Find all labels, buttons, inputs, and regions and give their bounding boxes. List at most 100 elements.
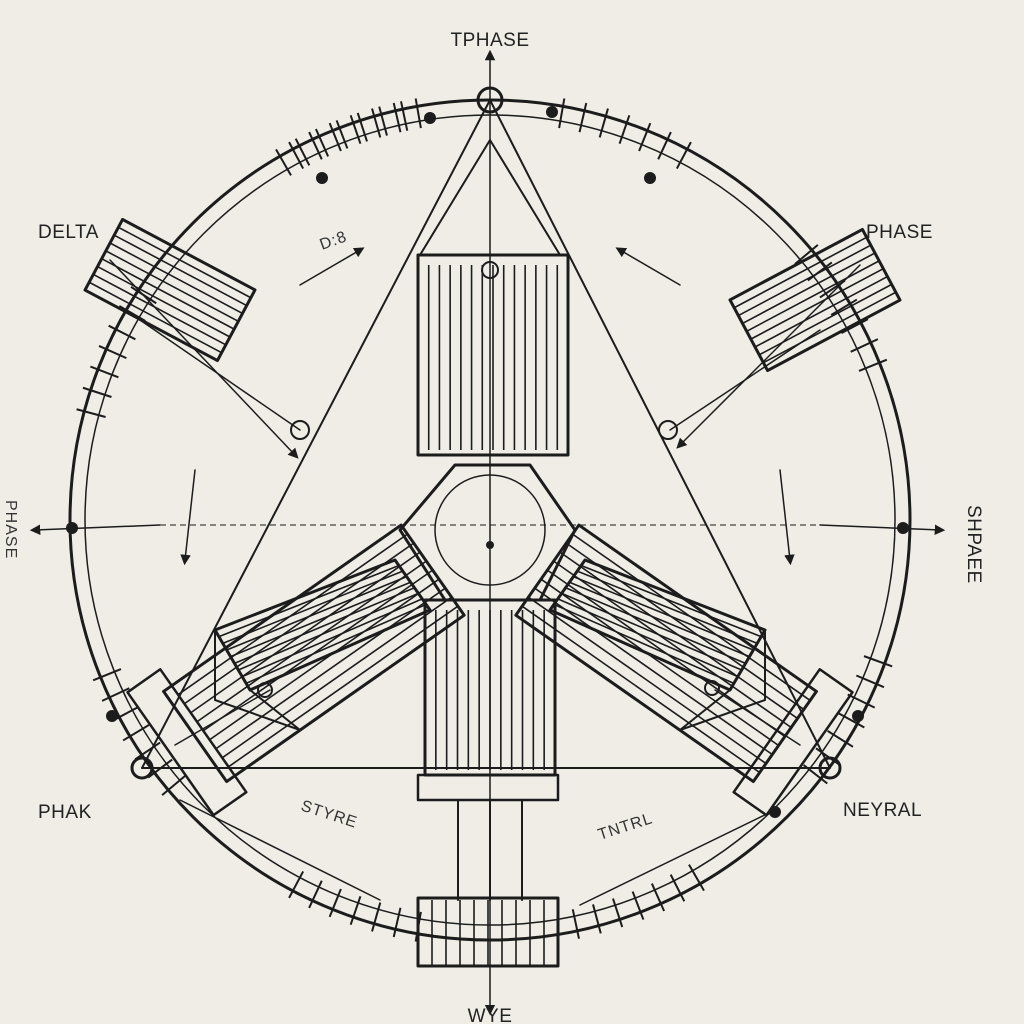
coil-icon <box>657 131 672 160</box>
ring-coils <box>76 98 893 942</box>
coil-icon <box>855 674 885 689</box>
terminal-node-icon <box>476 86 504 114</box>
terminal-node-icon <box>546 106 558 118</box>
stripe-line <box>742 252 876 325</box>
terminal-node-icon <box>644 172 656 184</box>
coil-icon <box>90 365 119 379</box>
label-bottom: WYE <box>468 1006 513 1024</box>
coil-icon <box>618 114 631 145</box>
coil-icon <box>108 324 136 341</box>
stripe-line <box>230 581 411 658</box>
coil-icon <box>638 122 652 152</box>
stripe-line <box>527 596 767 765</box>
terminal-node-icon <box>106 710 118 722</box>
terminal-node-icon <box>316 172 328 184</box>
label-top-right: PHASE <box>866 222 933 243</box>
right-arm <box>514 523 854 817</box>
left-arm <box>126 523 466 817</box>
stripe-line <box>763 291 897 364</box>
stripe-line <box>226 575 407 651</box>
stripe-line <box>118 226 252 299</box>
upper-right-coil <box>728 227 902 373</box>
coil-icon <box>378 106 388 136</box>
coil-icon <box>669 874 686 902</box>
coil-icon <box>675 141 692 170</box>
coil-icon <box>598 108 609 138</box>
stripe-line <box>97 265 231 338</box>
terminal-node-icon <box>130 756 154 780</box>
stripe-line <box>245 603 427 685</box>
stripe-line <box>109 242 243 315</box>
coil-icon <box>356 112 368 142</box>
stripe-line <box>92 273 227 346</box>
stripe-line <box>750 268 884 340</box>
stripe-line <box>196 560 427 723</box>
stripe-line <box>573 575 754 651</box>
coil-icon <box>688 864 705 892</box>
coil-icon <box>288 870 305 899</box>
connector-lines <box>29 247 946 906</box>
terminal-node-icon <box>852 710 864 722</box>
stripe-line <box>222 570 404 645</box>
stripe-line <box>746 260 880 332</box>
coil-icon <box>414 98 422 129</box>
coil-icon <box>612 898 624 928</box>
coil-icon <box>631 891 645 920</box>
label-inner-right: TNTRL <box>596 810 655 844</box>
coil-icon <box>571 909 580 939</box>
coil-icon <box>82 386 112 398</box>
coil-icon <box>830 298 858 316</box>
label-upper-inner: D:8 <box>318 228 350 254</box>
stripe-line <box>565 587 746 665</box>
coil-icon <box>578 102 588 133</box>
coil-icon <box>837 712 865 729</box>
coil-icon <box>92 668 122 682</box>
stripe-line <box>737 244 872 317</box>
coil-icon <box>349 895 362 926</box>
core-center-dot <box>486 541 494 549</box>
lower-left-block <box>213 558 432 731</box>
bottom-column <box>416 598 560 802</box>
stripe-line <box>228 605 459 768</box>
upper-left-coil <box>83 217 257 363</box>
label-left: PHASE <box>2 500 19 559</box>
lower-right-block <box>548 558 767 731</box>
stripe-line <box>540 578 780 747</box>
stripe-line <box>553 603 735 685</box>
terminal-node-icon <box>66 522 78 534</box>
terminal-node-icon <box>257 682 273 698</box>
label-top-left: DELTA <box>38 222 99 243</box>
top-column <box>416 139 570 457</box>
terminal-node-icon <box>481 261 499 279</box>
stripe-line <box>557 598 739 678</box>
stripe-line <box>101 258 235 330</box>
terminal-node-icon <box>658 420 678 440</box>
stripe-line <box>241 598 423 678</box>
terminal-node-icon <box>424 112 436 124</box>
stripe-line <box>113 234 248 307</box>
stripe-line <box>105 250 239 322</box>
coil-icon <box>275 148 292 176</box>
coil-icon <box>98 345 127 360</box>
coil-icon <box>371 902 382 932</box>
coil-icon <box>392 907 402 938</box>
stripe-line <box>88 281 222 354</box>
stripe-line <box>733 236 867 309</box>
coil-icon <box>840 318 869 335</box>
stripe-line <box>576 570 758 645</box>
coil-icon <box>592 904 602 934</box>
coil-icon <box>371 108 382 138</box>
bottom-coil <box>416 799 560 968</box>
coil-icon <box>349 114 362 145</box>
coil-icon <box>308 880 323 909</box>
stripe-line <box>580 564 762 638</box>
stripe-line <box>215 587 446 750</box>
stripe-line <box>218 564 400 638</box>
terminal-node-icon <box>818 756 842 780</box>
stripe-line <box>238 592 419 671</box>
terminal-node-icon <box>897 522 909 534</box>
coil-icon <box>101 687 130 702</box>
coil-icon <box>294 138 311 166</box>
stripe-line <box>534 587 773 756</box>
